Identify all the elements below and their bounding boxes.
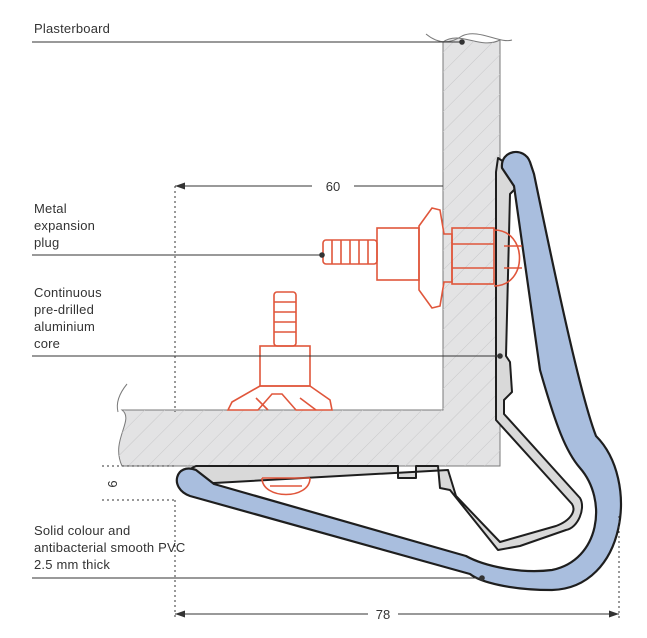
dimension-78 — [174, 500, 620, 618]
label-plug-line-2: expansion — [34, 218, 96, 233]
label-expansion-plug: Metal expansion plug — [34, 200, 95, 251]
label-core-line-1: Continuous — [34, 285, 102, 300]
leader-lines — [32, 39, 503, 581]
label-core-line-3: aluminium — [34, 319, 96, 334]
leader-dot-plasterboard — [459, 39, 465, 45]
pvc-cover — [175, 151, 623, 592]
dimension-6 — [102, 465, 176, 501]
leader-dot-pvc — [479, 575, 485, 581]
dimension-60 — [174, 182, 443, 412]
leader-dot-plug — [319, 252, 325, 258]
dimension-78-label: 78 — [376, 607, 390, 622]
label-plug-line-1: Metal — [34, 201, 67, 216]
dimension-60-label: 60 — [326, 179, 340, 194]
expansion-plug-screw — [322, 207, 522, 309]
floor-screw — [226, 291, 333, 496]
dimension-6-label: 6 — [105, 480, 120, 487]
label-core-line-4: core — [34, 336, 61, 351]
label-plasterboard-line: Plasterboard — [34, 21, 111, 36]
label-plasterboard: Plasterboard — [34, 20, 110, 37]
label-core-line-2: pre-drilled — [34, 302, 95, 317]
label-pvc-line-1: Solid colour and — [34, 523, 131, 538]
label-pvc-line-2: antibacterial smooth PVC — [34, 540, 186, 555]
leader-dot-core — [497, 353, 503, 359]
label-pvc: Solid colour and antibacterial smooth PV… — [34, 522, 185, 573]
label-aluminium-core: Continuous pre-drilled aluminium core — [34, 284, 102, 352]
label-plug-line-3: plug — [34, 235, 60, 250]
label-pvc-line-3: 2.5 mm thick — [34, 557, 111, 572]
